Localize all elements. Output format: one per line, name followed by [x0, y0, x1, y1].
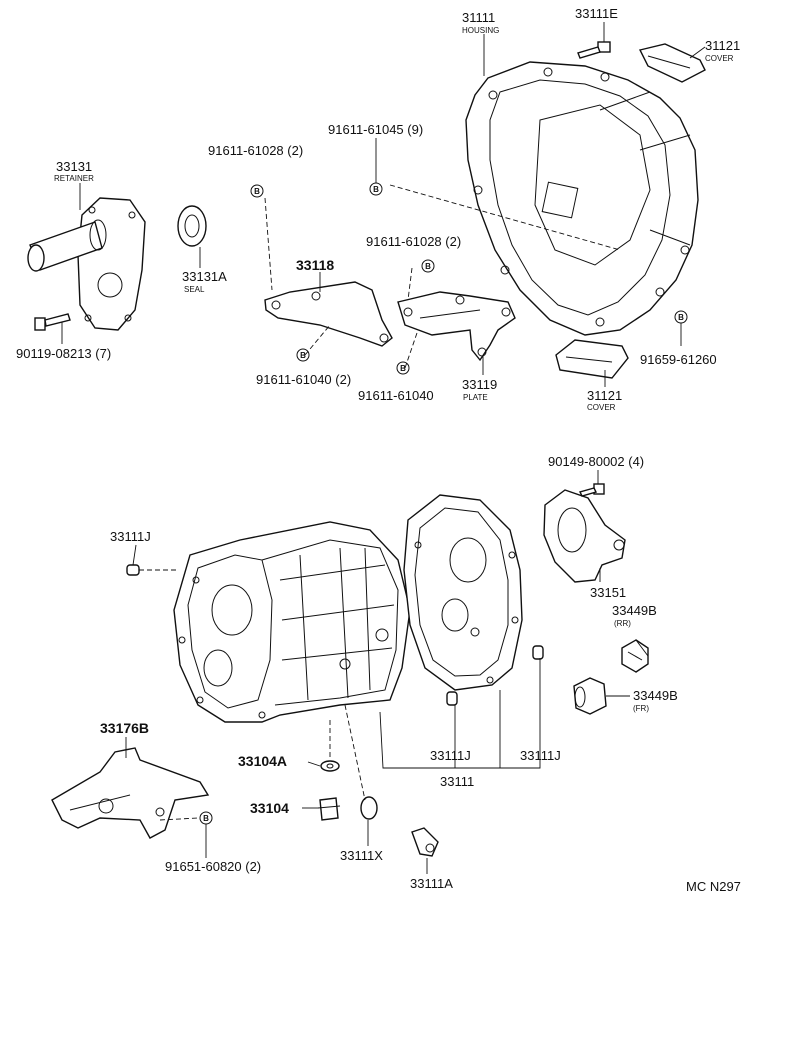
svg-text:B: B — [300, 351, 306, 360]
diagram-reference-code: MC N297 — [686, 879, 741, 894]
label-31121-top: 31121 — [705, 38, 740, 53]
label-33111A: 33111A — [410, 876, 453, 891]
label-91659-61260: 91659-61260 — [640, 352, 717, 367]
bolt-marker: B — [250, 184, 264, 198]
svg-text:B: B — [254, 187, 260, 196]
label-33449B-rr-sub: (RR) — [614, 619, 631, 628]
label-31111: 31111 — [462, 10, 495, 25]
label-33111: 33111 — [440, 774, 474, 789]
retainer-33131 — [27, 197, 146, 331]
label-33131A: 33131A — [182, 269, 227, 284]
label-33111E: 33111E — [575, 6, 618, 21]
pin-33111J-c — [532, 645, 544, 660]
label-91651-60820: 91651-60820 (2) — [165, 859, 261, 874]
label-33131-sub: RETAINER — [54, 174, 94, 183]
label-33119: 33119 — [462, 377, 497, 392]
clutch-housing-31111 — [465, 61, 699, 336]
label-91611-61040-a: 91611-61040 (2) — [256, 372, 351, 387]
seal-33131A — [177, 205, 207, 247]
label-33131A-sub: SEAL — [184, 285, 205, 294]
plate-33119 — [397, 291, 516, 362]
bolt-marker: B — [396, 361, 410, 375]
bolt-marker: B — [369, 182, 383, 196]
rear-retainer-33151 — [543, 489, 626, 583]
label-31121-bottom: 31121 — [587, 388, 622, 403]
label-91611-61040-b: 91611-61040 — [358, 388, 434, 403]
label-33151: 33151 — [590, 585, 626, 600]
gasket-33111X — [360, 796, 378, 820]
label-33449B-fr-sub: (FR) — [633, 704, 649, 713]
bolt-33111E — [577, 41, 611, 59]
label-90149-80002: 90149-80002 (4) — [548, 454, 644, 469]
bolt-90119-08213 — [34, 313, 71, 331]
svg-text:B: B — [373, 185, 379, 194]
label-31121-top-sub: COVER — [705, 54, 734, 63]
label-33119-sub: PLATE — [463, 393, 488, 402]
intermediate-plate — [403, 494, 523, 691]
bushing-33449B-rr — [621, 639, 649, 673]
bolt-marker: B — [421, 259, 435, 273]
label-33449B-rr: 33449B — [612, 603, 657, 618]
bracket-33118 — [264, 281, 393, 347]
cover-31121-top — [638, 43, 706, 83]
bolt-marker: B — [674, 310, 688, 324]
bolt-90149-80002 — [578, 483, 605, 497]
washer-33104A — [320, 760, 340, 772]
label-33104A: 33104A — [238, 753, 287, 769]
label-33104: 33104 — [250, 800, 289, 816]
cover-31121-bottom — [555, 339, 629, 379]
label-33111J-b: 33111J — [430, 748, 471, 763]
label-33449B-fr: 33449B — [633, 688, 678, 703]
pin-33111J-b — [446, 691, 458, 706]
bolt-marker: B — [296, 348, 310, 362]
label-31111-sub: HOUSING — [462, 26, 499, 35]
svg-text:B: B — [400, 364, 406, 373]
plug-33104 — [317, 797, 341, 821]
label-33111J-a: 33111J — [110, 529, 151, 544]
label-91611-61028-a: 91611-61028 (2) — [208, 143, 303, 158]
label-33111J-c: 33111J — [520, 748, 561, 763]
transmission-case — [173, 521, 411, 723]
label-90119-08213: 90119-08213 (7) — [16, 346, 111, 361]
label-91611-61045: 91611-61045 (9) — [328, 122, 423, 137]
label-31121-bottom-sub: COVER — [587, 403, 616, 412]
pin-33111J-a — [126, 564, 140, 576]
svg-text:B: B — [425, 262, 431, 271]
switch-33111A — [411, 827, 439, 857]
label-33111X: 33111X — [340, 848, 383, 863]
bushing-33449B-fr — [573, 677, 607, 715]
bolt-marker: B — [199, 811, 213, 825]
svg-text:B: B — [203, 814, 209, 823]
label-33131: 33131 — [56, 159, 92, 174]
label-33118: 33118 — [296, 257, 334, 273]
svg-text:B: B — [678, 313, 684, 322]
shift-bracket-33176B — [51, 747, 210, 839]
label-91611-61028-b: 91611-61028 (2) — [366, 234, 461, 249]
label-33176B: 33176B — [100, 720, 149, 736]
